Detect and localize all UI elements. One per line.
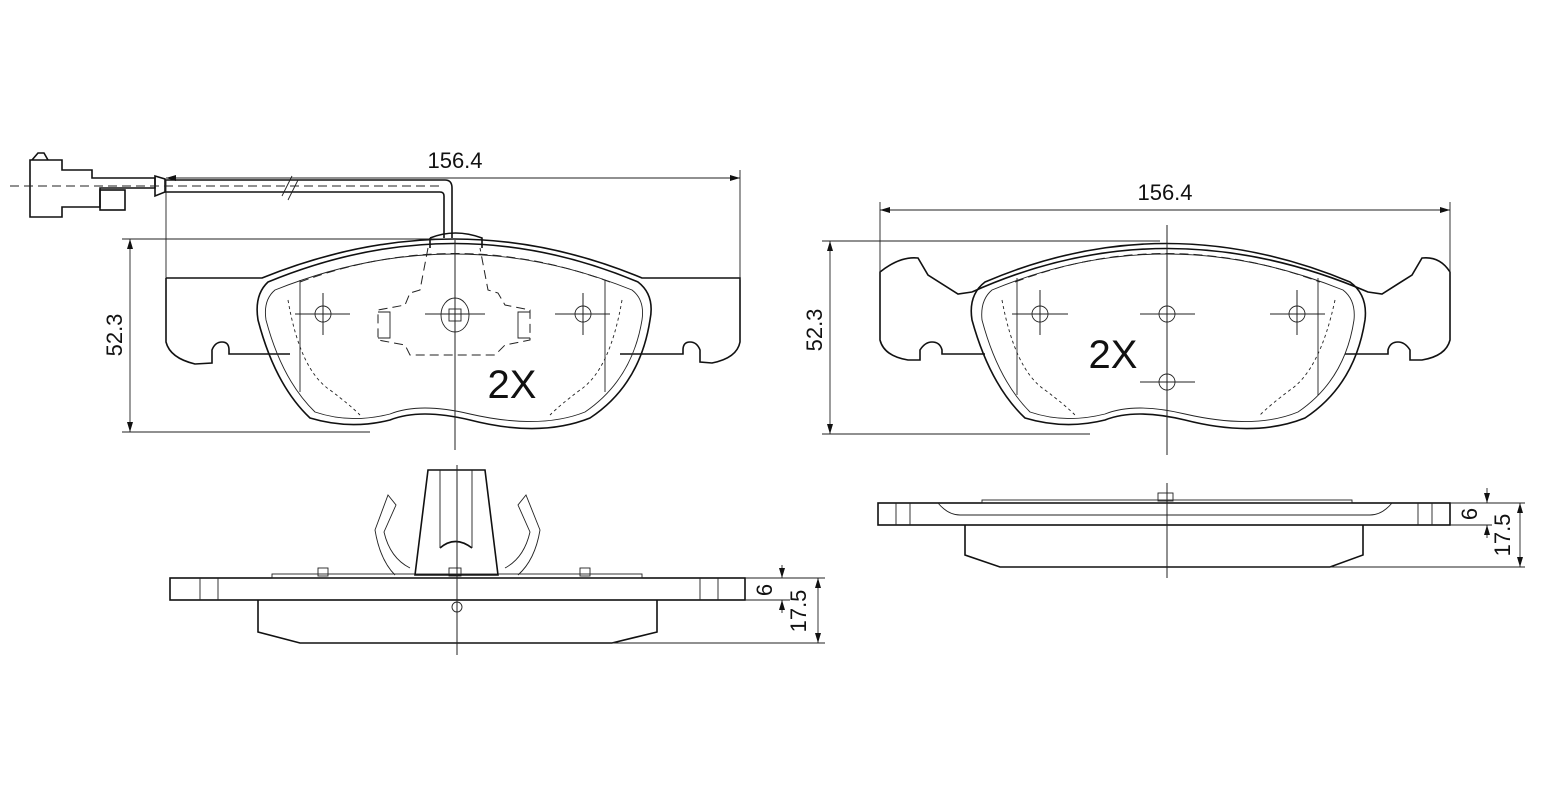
left-height-dimension: 52.3 bbox=[102, 238, 440, 433]
right-height-dimension: 52.3 bbox=[802, 240, 1160, 435]
retaining-clip bbox=[414, 469, 499, 576]
left-quantity-label: 2X bbox=[488, 363, 537, 407]
right-quantity-label: 2X bbox=[1089, 333, 1138, 377]
right-thickness-value: 17.5 bbox=[1490, 514, 1515, 557]
left-backplate-value: 6 bbox=[752, 584, 777, 596]
left-pad-side-view bbox=[169, 465, 746, 655]
left-thickness-value: 17.5 bbox=[786, 590, 811, 633]
right-pad-side-view bbox=[877, 483, 1451, 578]
left-pad-front-view: 2X bbox=[10, 152, 741, 450]
wear-sensor-connector bbox=[10, 152, 453, 238]
friction-material-outline bbox=[256, 242, 652, 430]
backplate-outline bbox=[165, 238, 741, 365]
left-width-value: 156.4 bbox=[427, 148, 482, 173]
right-backplate-value: 6 bbox=[1457, 508, 1482, 520]
left-height-value: 52.3 bbox=[102, 314, 127, 357]
friction-material-outline-right bbox=[970, 242, 1367, 430]
right-pad-front-view: 2X bbox=[879, 225, 1451, 455]
right-width-value: 156.4 bbox=[1137, 180, 1192, 205]
right-width-dimension: 156.4 bbox=[879, 180, 1451, 272]
left-thickness-dimensions: 6 17.5 bbox=[612, 565, 825, 644]
right-height-value: 52.3 bbox=[802, 309, 827, 352]
right-thickness-dimensions: 6 17.5 bbox=[1330, 488, 1525, 568]
left-width-dimension: 156.4 bbox=[165, 148, 741, 280]
